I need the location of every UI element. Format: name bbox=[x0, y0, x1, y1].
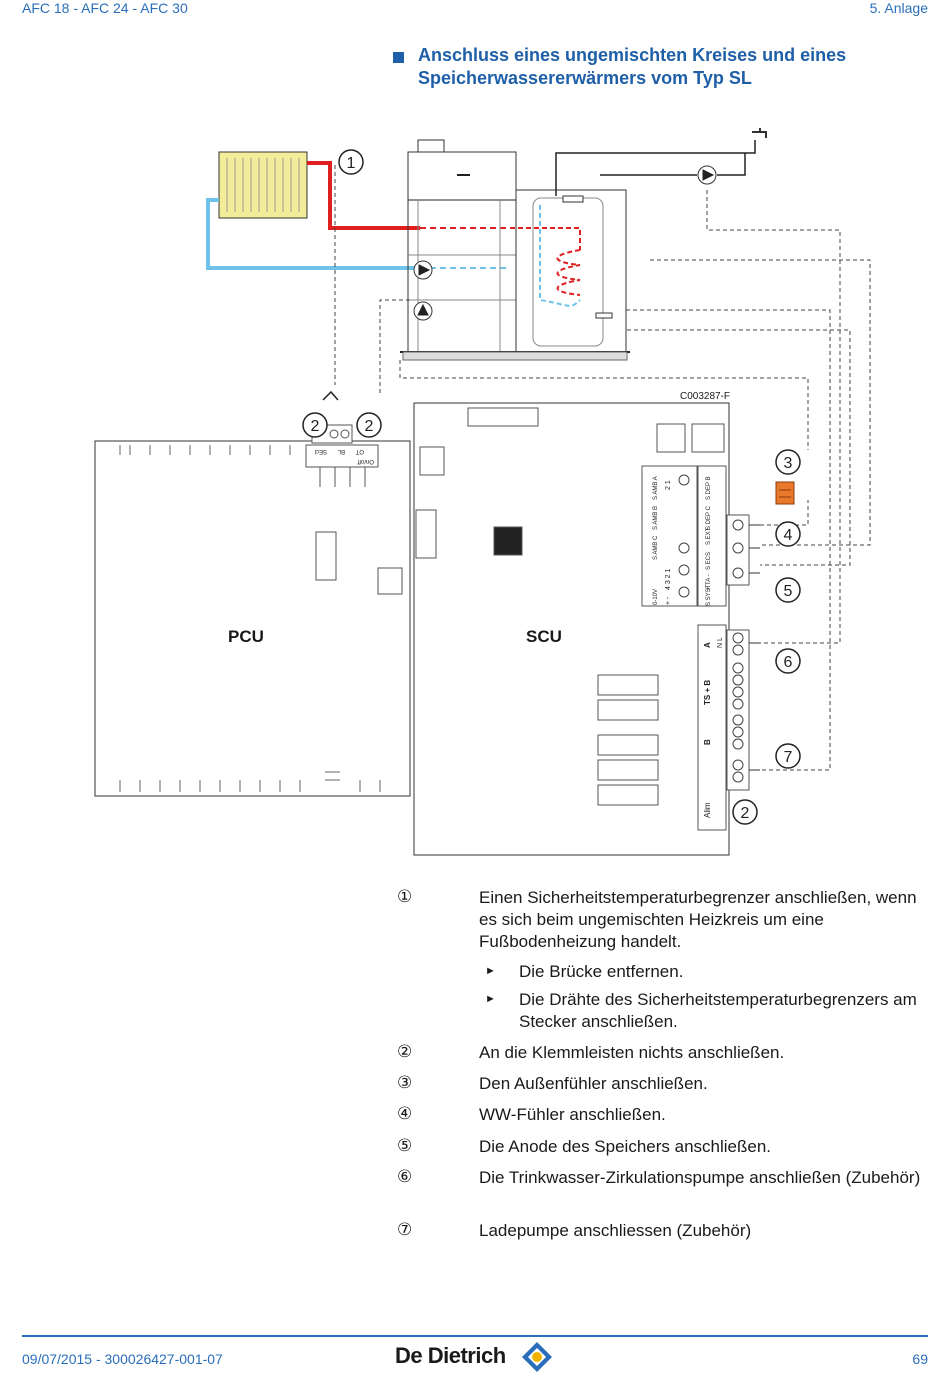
legend-text-6: Die Trinkwasser-Zirkulationspumpe anschl… bbox=[479, 1168, 921, 1187]
scu-board bbox=[413, 402, 730, 856]
legend-num-2: ② bbox=[397, 1042, 413, 1062]
legend-num-3: ③ bbox=[397, 1073, 413, 1093]
pcu-board bbox=[94, 440, 411, 797]
legend-subitem-1: Die Brücke entfernen. bbox=[519, 962, 684, 981]
callout-1 bbox=[338, 149, 364, 175]
footer-doc-reference: 09/07/2015 - 300026427-001-07 bbox=[22, 1351, 223, 1367]
legend-num-1: ① bbox=[397, 887, 413, 907]
callout-2c-label: 2 bbox=[741, 805, 750, 822]
callout-7-label: 7 bbox=[784, 749, 793, 766]
scu-terminal-ssyst: S SYST bbox=[706, 584, 712, 606]
footer-page-number: 69 bbox=[912, 1351, 928, 1367]
scu-terminal-samba: S AMB A bbox=[653, 476, 659, 500]
pin-label-nl: N L bbox=[717, 637, 724, 648]
legend-num-6: ⑥ bbox=[397, 1167, 413, 1187]
callout-2a-label: 2 bbox=[311, 418, 320, 435]
brand-diamond-icon bbox=[522, 1342, 552, 1372]
callout-7 bbox=[775, 743, 801, 769]
pin-label-4321: 4 3 2 1 bbox=[665, 568, 672, 590]
legend-num-5: ⑤ bbox=[397, 1136, 413, 1156]
scu-terminal-ta: + TA - bbox=[706, 574, 712, 590]
pin-label-21: 2 1 bbox=[665, 480, 672, 490]
cold-pipe bbox=[206, 198, 420, 270]
bridge-icon bbox=[322, 390, 339, 401]
tank-coil-hot bbox=[510, 227, 581, 250]
diagram-code: C003287-F bbox=[680, 391, 730, 402]
legend-text-1: Einen Sicherheitstemperaturbegrenzer ans… bbox=[479, 888, 917, 951]
callout-5-label: 5 bbox=[784, 583, 793, 600]
scu-power-a: A bbox=[703, 642, 712, 648]
radiator bbox=[218, 151, 308, 219]
legend-subitem-2: Die Drähte des Sicherheitstemperaturbegr… bbox=[519, 990, 917, 1031]
callout-2b bbox=[356, 412, 382, 438]
callout-3 bbox=[775, 449, 801, 475]
scu-terminal-secs: S ECS bbox=[706, 552, 712, 570]
header-chapter: 5. Anlage bbox=[869, 0, 928, 16]
bullet-arrow-icon: ► bbox=[485, 993, 496, 1005]
callout-2c bbox=[732, 799, 758, 825]
callout-6-label: 6 bbox=[784, 654, 793, 671]
scu-power-alim: Alim bbox=[703, 802, 712, 818]
tank-coil bbox=[556, 249, 581, 296]
pin-label-plusminus: + - bbox=[665, 596, 672, 605]
tap-icon bbox=[752, 128, 767, 138]
scu-terminal-sambc: S AMB C bbox=[653, 535, 659, 560]
pcu-terminal-secl: SEcl bbox=[315, 448, 327, 454]
callout-4 bbox=[775, 521, 801, 547]
legend-num-4: ④ bbox=[397, 1104, 413, 1124]
legend-text-3: Den Außenfühler anschließen. bbox=[479, 1074, 708, 1093]
scu-power-b: B bbox=[703, 739, 712, 745]
legend-text-7: Ladepumpe anschliessen (Zubehör) bbox=[479, 1221, 752, 1240]
pcu-terminal-onoff: On/off bbox=[357, 458, 374, 464]
legend-text-5: Die Anode des Speichers anschließen. bbox=[479, 1137, 772, 1156]
legend-num-7: ⑦ bbox=[397, 1220, 413, 1240]
wiring-diagram: 1 2 2 3 4 5 6 7 2 C003287-F PCU SCU SEcl… bbox=[94, 128, 871, 856]
bullet-arrow-icon: ► bbox=[485, 965, 496, 977]
legend-text-2: An die Klemmleisten nichts anschließen. bbox=[479, 1043, 785, 1062]
scu-terminal-010v: 0-10V bbox=[653, 589, 659, 605]
scu-power-tsb: TS + B bbox=[703, 680, 712, 705]
callout-2b-label: 2 bbox=[365, 418, 374, 435]
footer-divider bbox=[22, 1335, 928, 1337]
legend-text-4: WW-Fühler anschließen. bbox=[479, 1105, 666, 1124]
section-marker-icon bbox=[393, 52, 404, 63]
pcu-terminal-ot: OT bbox=[355, 448, 364, 454]
outdoor-sensor-icon bbox=[775, 481, 795, 505]
scu-terminal-sdepc: S DEP C bbox=[706, 505, 712, 530]
scu-terminal-sdepb: S DEP B bbox=[706, 476, 712, 500]
callout-2a bbox=[302, 412, 328, 438]
hot-pipe bbox=[307, 161, 420, 230]
section-title: Anschluss eines ungemischten Kreises und… bbox=[418, 45, 847, 88]
callout-1-label: 1 bbox=[347, 155, 356, 172]
callout-3-label: 3 bbox=[784, 455, 793, 472]
pcu-label: PCU bbox=[228, 627, 264, 646]
callout-5 bbox=[775, 577, 801, 603]
scu-terminal-sext: S EXT bbox=[706, 527, 712, 545]
pcu-terminal-bl: BL bbox=[337, 448, 345, 454]
header-product-names: AFC 18 - AFC 24 - AFC 30 bbox=[22, 0, 188, 16]
callout-4-label: 4 bbox=[784, 527, 793, 544]
brand-logo-text: De Dietrich bbox=[395, 1343, 506, 1368]
callout-6 bbox=[775, 648, 801, 674]
scu-label: SCU bbox=[526, 627, 562, 646]
scu-terminal-sambb: S AMB B bbox=[653, 506, 659, 530]
